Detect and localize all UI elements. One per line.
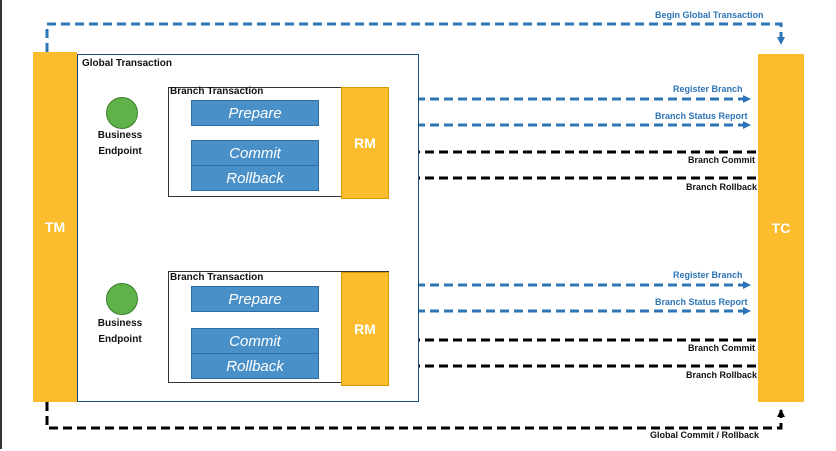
tc-bar: TC [758,54,804,402]
business-endpoint-line1: Business [97,318,143,329]
begin-global-arrow [45,22,785,52]
tm-bar: TM [33,52,77,402]
begin-global-label: Begin Global Transaction [655,10,764,20]
branch-commit-label: Branch Commit [688,155,756,165]
global-commit-label: Global Commit / Rollback [650,430,760,440]
branch-transaction-title: Branch Transaction [170,86,264,97]
business-endpoint-label: Business Endpoint [90,316,150,348]
branch-rollback-label: Branch Rollback [686,370,758,380]
rollback-button[interactable]: Rollback [191,165,319,191]
business-endpoint-icon [106,283,138,315]
commit-button[interactable]: Commit [191,140,319,166]
prepare-button[interactable]: Prepare [191,100,319,126]
rm-block: RM [341,272,389,386]
branch-commit-label: Branch Commit [688,343,756,353]
global-commit-arrow [45,402,785,430]
commit-button[interactable]: Commit [191,328,319,354]
prepare-button[interactable]: Prepare [191,286,319,312]
business-endpoint-line2: Endpoint [98,146,142,157]
branch-rollback-label: Branch Rollback [686,182,758,192]
tc-label: TC [771,220,791,236]
business-endpoint-line1: Business [97,130,143,141]
business-endpoint-label: Business Endpoint [90,128,150,160]
register-branch-label: Register Branch [673,270,743,280]
branch-transaction-title: Branch Transaction [170,272,264,283]
rollback-button[interactable]: Rollback [191,353,319,379]
tm-label: TM [44,219,66,235]
status-report-label: Branch Status Report [655,111,748,121]
global-transaction-title: Global Transaction [82,58,173,69]
business-endpoint-icon [106,97,138,129]
rm-block: RM [341,87,389,199]
status-report-label: Branch Status Report [655,297,748,307]
register-branch-label: Register Branch [673,84,743,94]
business-endpoint-line2: Endpoint [98,334,142,345]
